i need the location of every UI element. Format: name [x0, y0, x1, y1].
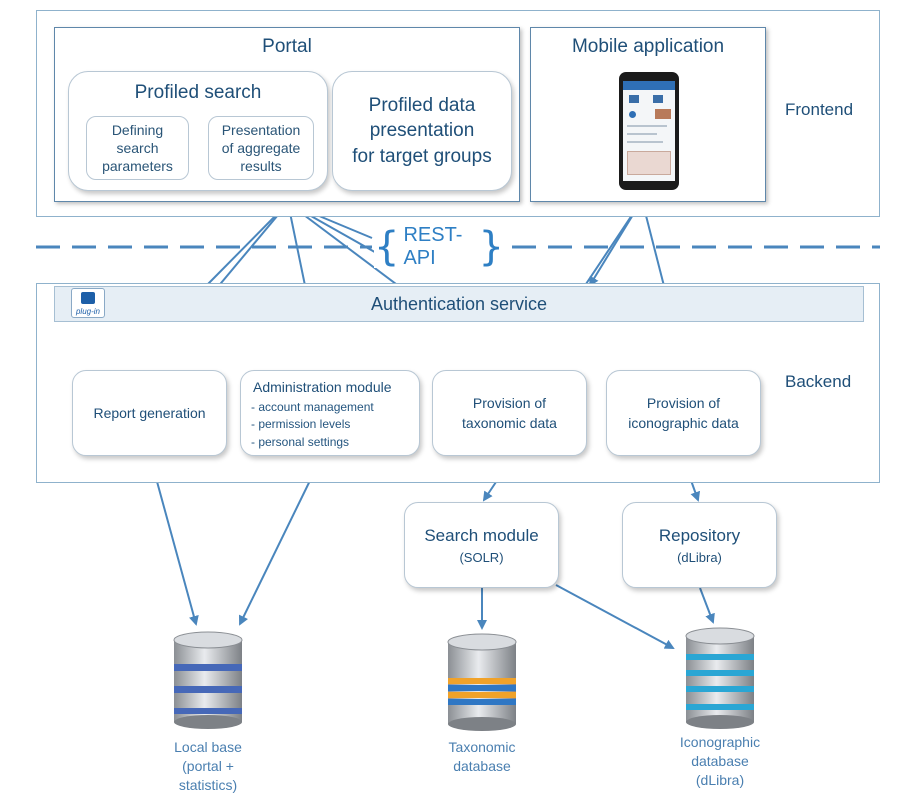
backend-label: Backend — [785, 372, 852, 391]
taxonomic-database-caption: Taxonomic database — [448, 739, 516, 774]
report-generation-box: Report generation — [72, 370, 227, 456]
iconographic-database-caption: Iconographic database (dLibra) — [679, 734, 761, 788]
profiled-search-title: Profiled search — [134, 82, 262, 103]
list-item: - personal settings — [251, 434, 350, 449]
administration-module-title: Administration module — [253, 379, 392, 395]
phone-text-line-3 — [627, 141, 663, 143]
taxonomic-data-provision-box: Provision of taxonomic data — [432, 370, 587, 456]
rest-api-text: REST-API — [403, 224, 463, 269]
mobile-application-title: Mobile application — [571, 36, 725, 57]
brace-right-icon: } — [478, 224, 504, 270]
frontend-label: Frontend — [785, 100, 854, 119]
repository-subtitle: (dLibra) — [677, 549, 722, 565]
arrow-admin-to-local-db — [239, 455, 323, 626]
iconographic-database-icon — [685, 627, 755, 729]
phone-screen — [623, 81, 675, 181]
phone-thumbnail — [655, 109, 671, 119]
phone-app-bar — [623, 81, 675, 90]
portal-title: Portal — [262, 36, 312, 57]
phone-tile-icon-2 — [653, 95, 663, 103]
plugin-icon: plug-in — [71, 288, 105, 318]
list-item: - permission levels — [251, 417, 351, 432]
phone-map-thumbnail — [627, 151, 671, 175]
presentation-aggregate-results-box: Presentation of aggregate results — [208, 116, 314, 180]
repository-title: Repository — [658, 525, 741, 545]
mobile-application-panel: Mobile application — [530, 27, 766, 202]
authentication-service-band: Authentication service — [54, 286, 864, 322]
list-item: - account management — [251, 400, 374, 414]
puzzle-piece-icon — [81, 292, 95, 304]
plugin-label: plug-in — [75, 307, 100, 316]
smartphone-icon — [619, 72, 679, 190]
phone-text-line-2 — [627, 133, 657, 135]
phone-tile-icon — [629, 95, 639, 103]
local-database-caption: Local base (portal + statistics) — [174, 739, 242, 793]
search-module-title: Search module — [424, 525, 539, 545]
arrow-search-to-iconographic-db — [555, 584, 675, 649]
iconographic-data-provision-box: Provision of iconographic data — [606, 370, 761, 456]
search-module-subtitle: (SOLR) — [459, 549, 504, 565]
search-module-box: Search module (SOLR) — [404, 502, 559, 588]
arrow-report-to-local-db — [149, 455, 199, 626]
phone-text-line — [627, 125, 667, 127]
taxonomic-database-icon — [447, 633, 517, 731]
arrow-repository-to-iconographic-db — [699, 587, 715, 624]
authentication-service-label: Authentication service — [370, 293, 548, 314]
administration-module-box: Administration module - account manageme… — [240, 370, 420, 456]
phone-dot-icon — [629, 111, 636, 118]
brace-left-icon: { — [374, 224, 400, 270]
defining-search-parameters-box: Defining search parameters — [86, 116, 189, 180]
portal-panel: Portal Profiled search Defining search p… — [54, 27, 520, 202]
local-database-icon — [173, 631, 243, 729]
administration-module-list: - account management - permission levels… — [251, 399, 374, 451]
repository-box: Repository (dLibra) — [622, 502, 777, 588]
profiled-data-presentation-box: Profiled data presentation for target gr… — [332, 71, 512, 191]
rest-api-label: { REST-API } — [374, 224, 504, 270]
